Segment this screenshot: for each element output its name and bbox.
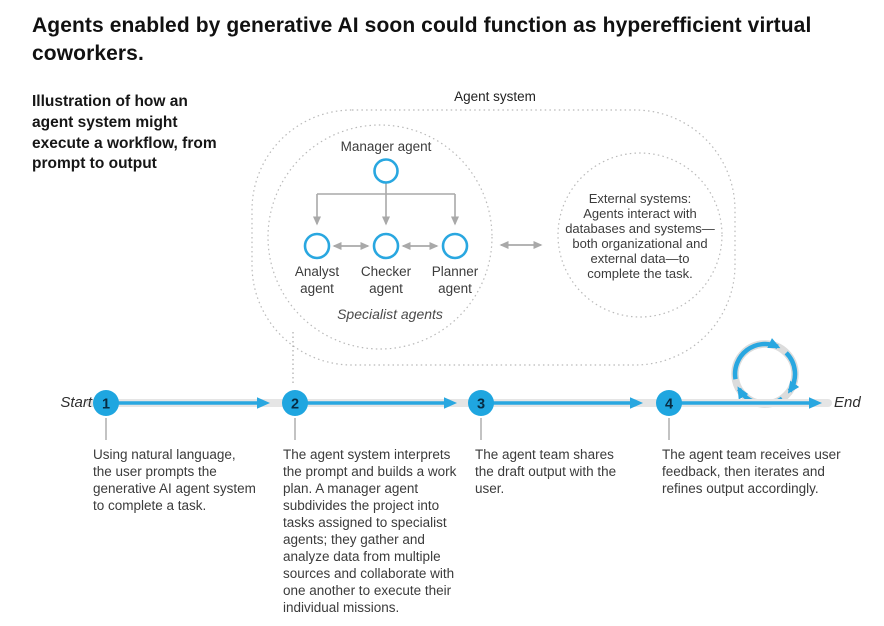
timeline-end-label: End	[834, 394, 861, 411]
analyst-agent-label: Analyst agent	[294, 264, 340, 297]
manager-agent-node	[373, 158, 399, 184]
step-connector-ticks	[105, 418, 670, 440]
collaboration-arrows	[332, 241, 543, 250]
external-systems-line: External systems:	[588, 191, 692, 206]
specialist-agents-label: Specialist agents	[337, 306, 443, 322]
agent-system-boundary	[251, 109, 736, 366]
milestone-4-number: 4	[665, 396, 673, 412]
page-title: Agents enabled by generative AI soon cou…	[32, 14, 812, 65]
agent-system-label: Agent system	[454, 89, 536, 104]
external-systems-line: Agents interact with	[583, 206, 697, 221]
exhibit-description: Illustration of how an agent system migh…	[32, 93, 217, 173]
step-2-description: The agent system interprets the prompt a…	[283, 447, 457, 615]
milestone-3-number: 3	[477, 396, 485, 412]
milestone-1-number: 1	[102, 396, 110, 412]
manager-agent-label: Manager agent	[340, 139, 432, 154]
milestone-1	[93, 390, 119, 416]
timeline-start-label: Start	[60, 394, 92, 411]
iterate-loop-icon	[731, 338, 800, 408]
hierarchy-connectors	[313, 183, 459, 226]
external-systems-line: databases and systems—	[565, 221, 715, 236]
planner-agent-label: Planner agent	[431, 264, 479, 297]
timeline-milestones: 1 2 3 4	[93, 390, 682, 416]
milestone-2-number: 2	[291, 396, 299, 412]
external-systems-line: complete the task.	[587, 266, 693, 281]
step-3-description: The agent team shares the draft output w…	[475, 447, 617, 496]
checker-agent-node	[372, 232, 400, 260]
step-4-description: The agent team receives user feedback, t…	[662, 447, 841, 496]
specialist-group-boundary	[267, 124, 493, 350]
external-systems-line: external data—to	[590, 251, 690, 266]
analyst-agent-node	[303, 232, 331, 260]
step-1-description: Using natural language, the user prompts…	[93, 447, 256, 513]
milestone-2	[282, 390, 308, 416]
external-systems-text: External systems: Agents interact with d…	[550, 191, 730, 281]
planner-agent-node	[441, 232, 469, 260]
checker-agent-label: Checker agent	[360, 264, 412, 297]
milestone-3	[468, 390, 494, 416]
external-systems-line: both organizational and	[572, 236, 708, 251]
external-systems-boundary	[557, 152, 723, 318]
timeline-flow-arrows	[106, 397, 822, 409]
milestone-4	[656, 390, 682, 416]
